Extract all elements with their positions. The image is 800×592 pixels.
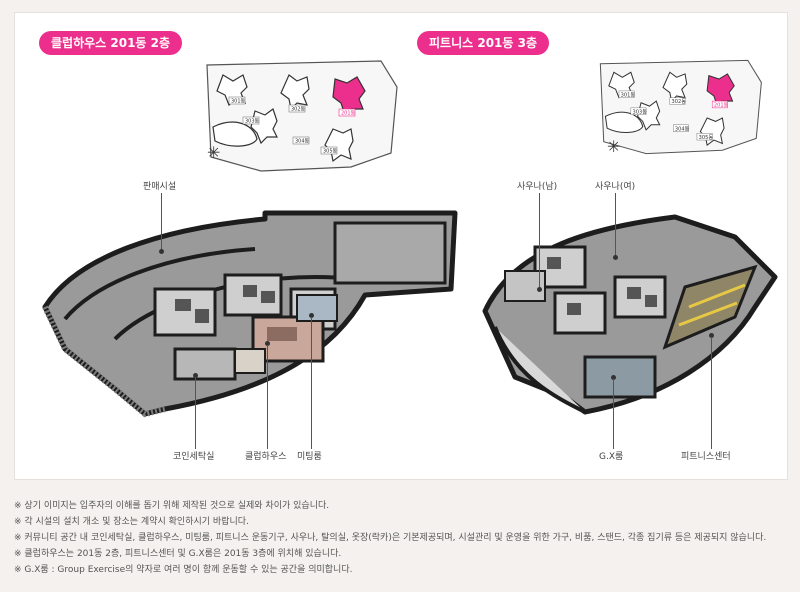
pin-retail: [159, 249, 164, 254]
pin-gx: [611, 375, 616, 380]
pin-coin: [193, 373, 198, 378]
label-coin-laundry: 코인세탁실: [173, 452, 215, 462]
left-site-map: 301동 302동 303동 304동 305동 201동: [206, 60, 398, 172]
leader-club: [267, 345, 268, 449]
map-label-303: 303동: [245, 119, 260, 125]
right-title-badge: 피트니스 201동 3층: [417, 31, 549, 55]
leader-sauna-men: [539, 193, 540, 289]
note-item: ※ G.X룸 : Group Exercise의 약자로 여러 명이 함께 운동…: [14, 565, 353, 575]
left-title-badge: 클럽하우스 201동 2층: [39, 31, 183, 55]
map-label-301: 301동: [231, 99, 246, 105]
pin-fitness: [709, 333, 714, 338]
rmap-label-201: 201동: [714, 103, 729, 109]
compass-icon-right: ✳: [607, 137, 621, 156]
label-clubhouse: 클럽하우스: [245, 452, 287, 462]
label-retail: 판매시설: [143, 182, 177, 192]
leader-coin: [195, 377, 196, 449]
leader-gx: [613, 379, 614, 449]
pin-sauna-men: [537, 287, 542, 292]
left-floor-plan: [42, 210, 458, 418]
right-site-map: 301동 302동 303동 304동 305동 201동: [599, 59, 762, 155]
right-floor-plan: [482, 214, 778, 415]
note-item: ※ 상기 이미지는 입주자의 이해를 돕기 위해 제작된 것으로 실제와 차이가…: [14, 501, 330, 511]
note-item: ※ 각 시설의 설치 개소 및 장소는 계약시 확인하시기 바랍니다.: [14, 517, 249, 527]
label-sauna-men: 사우나(남): [517, 182, 558, 192]
label-sauna-women: 사우나(여): [595, 182, 636, 192]
map-label-302: 302동: [291, 107, 306, 113]
rmap-label-302: 302동: [672, 99, 687, 105]
leader-retail: [161, 193, 162, 251]
rmap-label-304: 304동: [675, 126, 690, 132]
pin-club: [265, 341, 270, 346]
pin-sauna-women: [613, 255, 618, 260]
label-gx-room: G.X룸: [599, 452, 624, 462]
floor-plan-panel: 클럽하우스 201동 2층 301동 302동 303동 304동 305동 2…: [14, 12, 788, 480]
rmap-label-303: 303동: [633, 109, 648, 115]
label-meeting-room: 미팅룸: [297, 452, 322, 462]
leader-meeting: [311, 317, 312, 449]
rmap-label-305: 305동: [699, 135, 714, 141]
compass-icon: ✳: [207, 143, 221, 162]
rmap-label-301: 301동: [621, 92, 636, 98]
note-item: ※ 클럽하우스는 201동 2층, 피트니스센터 및 G.X룸은 201동 3층…: [14, 549, 342, 559]
map-label-305: 305동: [323, 149, 338, 155]
map-label-201: 201동: [341, 111, 356, 117]
notes-list: ※ 상기 이미지는 입주자의 이해를 돕기 위해 제작된 것으로 실제와 차이가…: [14, 498, 786, 578]
leader-fitness: [711, 337, 712, 449]
map-label-304: 304동: [295, 139, 310, 145]
pin-meeting: [309, 313, 314, 318]
note-item: ※ 커뮤니티 공간 내 코인세탁실, 클럽하우스, 미팅룸, 피트니스 운동기구…: [14, 533, 767, 543]
leader-sauna-women: [615, 193, 616, 257]
label-fitness-center: 피트니스센터: [681, 452, 731, 462]
